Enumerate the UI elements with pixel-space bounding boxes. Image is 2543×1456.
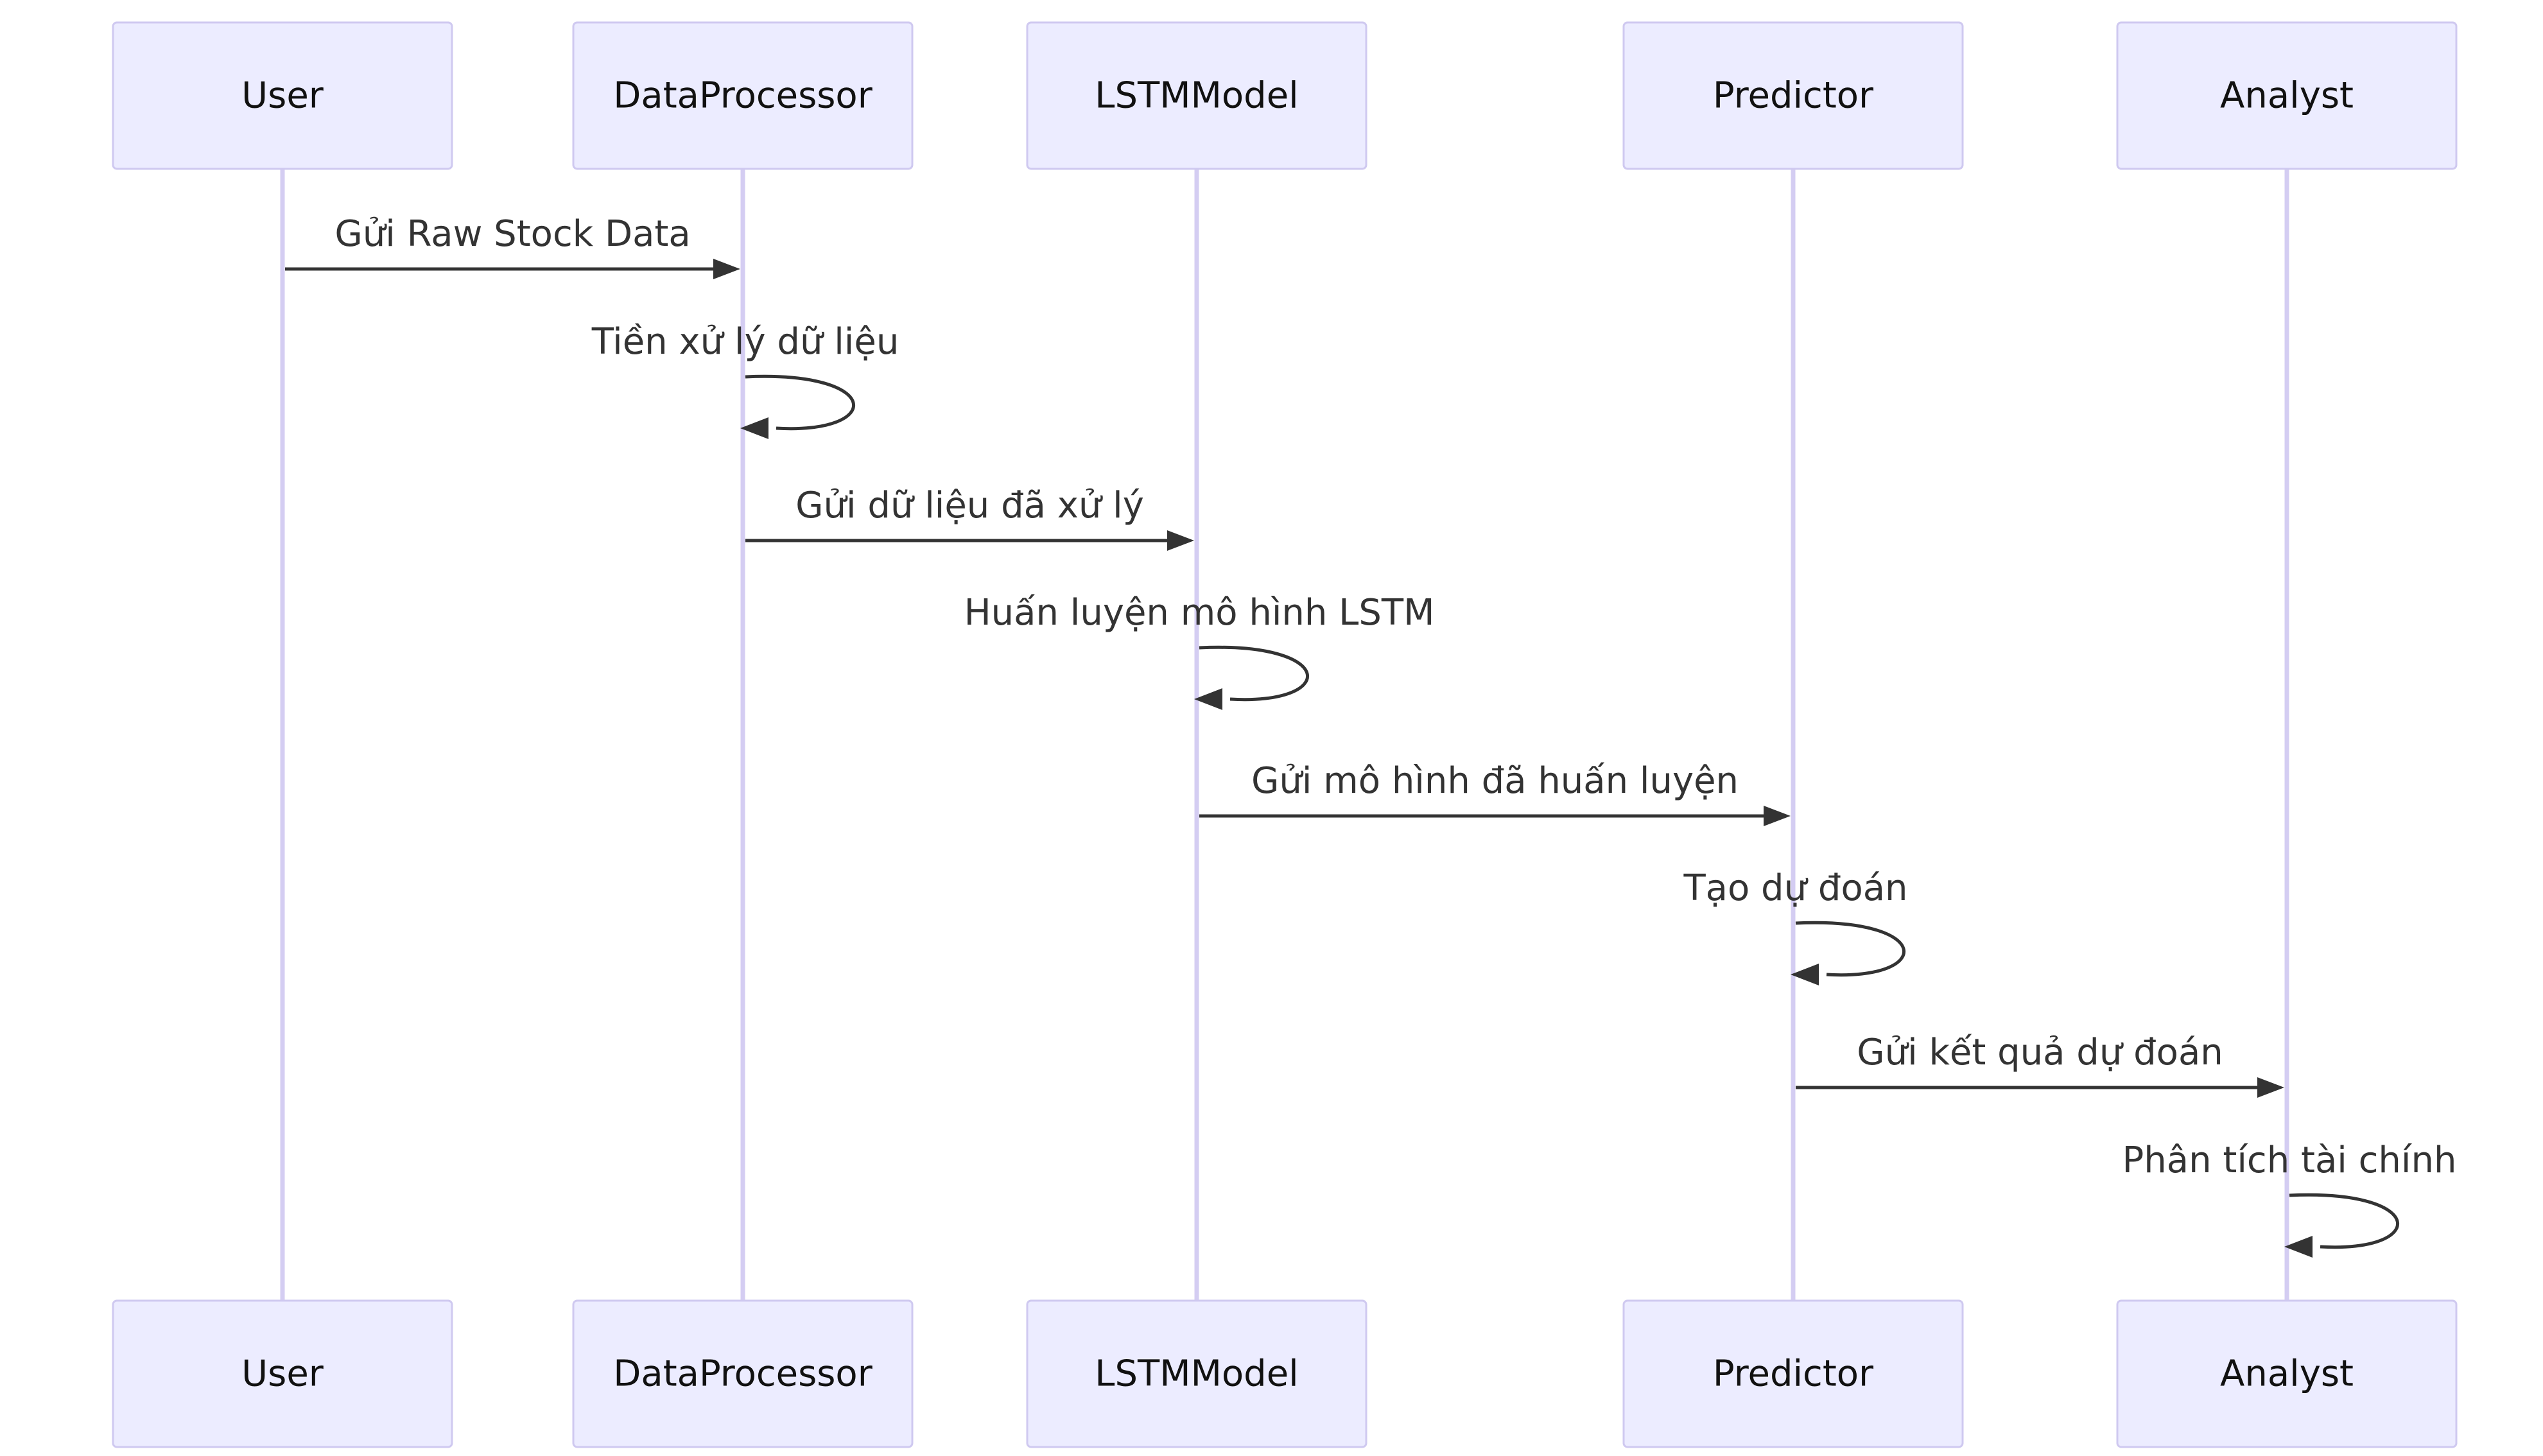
participant-label: Predictor	[1713, 75, 1874, 117]
arrow-head-icon	[1167, 530, 1194, 551]
self-message-4: Huấn luyện mô hình LSTM	[964, 592, 1435, 710]
self-message-6: Tạo dự đoán	[1683, 867, 1908, 985]
self-message-2: Tiền xử lý dữ liệu	[591, 321, 899, 439]
participant-user-top: User	[112, 21, 453, 170]
participant-label: DataProcessor	[613, 1353, 872, 1395]
participant-box	[1026, 21, 1367, 170]
arrow-head-icon	[2284, 1236, 2313, 1258]
message-label: Tạo dự đoán	[1683, 867, 1907, 909]
participant-analyst-top: Analyst	[2116, 21, 2458, 170]
message-label: Gửi mô hình đã huấn luyện	[1251, 760, 1739, 802]
participant-box	[1622, 21, 1964, 170]
message-1: Gửi Raw Stock Data	[285, 213, 740, 279]
self-loop-line	[2289, 1193, 2399, 1249]
message-label: Gửi dữ liệu đã xử lý	[795, 485, 1144, 526]
participant-box	[112, 1299, 453, 1448]
message-5: Gửi mô hình đã huấn luyện	[1199, 760, 1791, 826]
participant-analyst-bottom: Analyst	[2116, 1299, 2458, 1448]
participants-top: User DataProcessor LSTMModel Predictor Analy…	[112, 21, 2458, 170]
participants-bottom: User DataProcessor LSTMModel Predictor Analy…	[112, 1299, 2458, 1448]
self-loop-line	[745, 374, 855, 431]
participant-label: LSTMModel	[1095, 75, 1298, 117]
self-loop-line	[1795, 921, 1905, 977]
participant-predictor-bottom: Predictor	[1622, 1299, 1964, 1448]
participant-lstmmodel-bottom: LSTMModel	[1026, 1299, 1367, 1448]
arrow-head-icon	[1791, 964, 1819, 985]
participant-user-bottom: User	[112, 1299, 453, 1448]
participant-predictor-top: Predictor	[1622, 21, 1964, 170]
participant-box	[2116, 1299, 2458, 1448]
message-label: Tiền xử lý dữ liệu	[591, 321, 899, 363]
participant-label: Predictor	[1713, 1353, 1874, 1395]
arrow-head-icon	[713, 259, 740, 279]
message-label: Huấn luyện mô hình LSTM	[964, 592, 1435, 634]
participant-label: Analyst	[2220, 1353, 2354, 1395]
participant-label: LSTMModel	[1095, 1353, 1298, 1395]
participant-label: User	[241, 1353, 324, 1395]
participant-label: User	[241, 75, 324, 117]
participant-box	[572, 21, 914, 170]
participant-dataprocessor-top: DataProcessor	[572, 21, 914, 170]
participant-box	[2116, 21, 2458, 170]
arrow-head-icon	[1194, 688, 1222, 710]
arrow-head-icon	[1764, 806, 1791, 826]
participant-label: DataProcessor	[613, 75, 872, 117]
message-3: Gửi dữ liệu đã xử lý	[745, 485, 1194, 551]
self-message-8: Phân tích tài chính	[2122, 1140, 2457, 1258]
participant-lstmmodel-top: LSTMModel	[1026, 21, 1367, 170]
self-loop-line	[1199, 645, 1309, 702]
arrow-head-icon	[2257, 1077, 2284, 1098]
participant-box	[112, 21, 453, 170]
message-label: Gửi kết quả dự đoán	[1857, 1032, 2223, 1073]
message-7: Gửi kết quả dự đoán	[1796, 1032, 2284, 1098]
arrow-head-icon	[740, 417, 768, 439]
participant-dataprocessor-bottom: DataProcessor	[572, 1299, 914, 1448]
lifelines	[280, 169, 2289, 1301]
message-label: Phân tích tài chính	[2122, 1140, 2457, 1181]
message-label: Gửi Raw Stock Data	[334, 213, 690, 255]
participant-label: Analyst	[2220, 75, 2354, 117]
participant-box	[1622, 1299, 1964, 1448]
participant-box	[1026, 1299, 1367, 1448]
participant-box	[572, 1299, 914, 1448]
